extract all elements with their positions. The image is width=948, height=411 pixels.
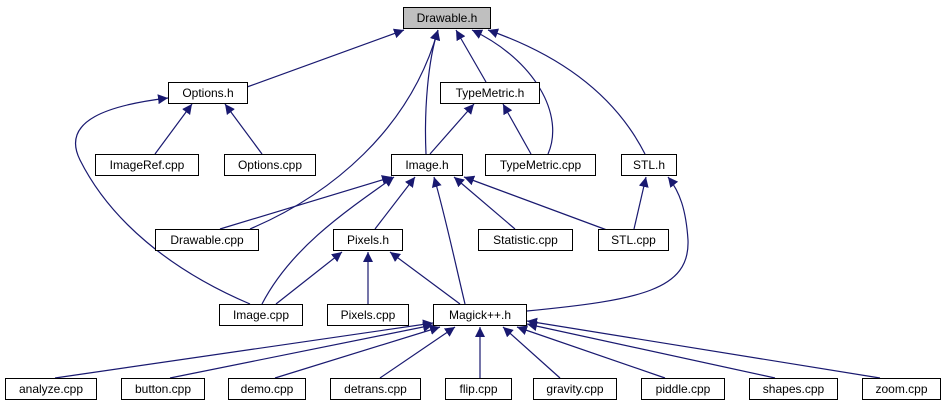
- edge-image-h-to-drawable-h: [424, 29, 440, 155]
- edge-shapes-cpp-to-magickpp-h: [526, 321, 776, 379]
- edge-gravity-cpp-to-magickpp-h: [502, 326, 561, 379]
- edge-image-h-to-typemetric-h: [429, 103, 475, 155]
- edge-typemetric-cpp-to-typemetric-h: [502, 103, 532, 155]
- node-stl-h[interactable]: STL.h: [621, 154, 677, 176]
- node-options-h[interactable]: Options.h: [168, 82, 248, 104]
- node-typemetric-cpp[interactable]: TypeMetric.cpp: [485, 154, 596, 176]
- edge-stl-h-to-drawable-h: [487, 28, 646, 155]
- node-gravity-cpp[interactable]: gravity.cpp: [533, 378, 617, 400]
- edge-options-h-to-drawable-h: [246, 28, 405, 88]
- edge-statistic-cpp-to-image-h: [453, 176, 516, 230]
- edge-magickpp-h-to-stl-h: [526, 176, 689, 312]
- edge-drawable-cpp-to-image-h: [219, 175, 393, 230]
- node-magickpp-h[interactable]: Magick++.h: [433, 304, 527, 326]
- edge-piddle-cpp-to-magickpp-h: [516, 325, 666, 379]
- edge-drawable-cpp-to-drawable-h: [249, 29, 441, 230]
- node-statistic-cpp[interactable]: Statistic.cpp: [478, 229, 573, 251]
- node-drawable-cpp[interactable]: Drawable.cpp: [155, 229, 259, 251]
- edge-zoom-cpp-to-magickpp-h: [526, 317, 881, 379]
- node-options-cpp[interactable]: Options.cpp: [224, 154, 316, 176]
- node-piddle-cpp[interactable]: piddle.cpp: [641, 378, 725, 400]
- node-detrans-cpp[interactable]: detrans.cpp: [330, 378, 421, 400]
- edge-options-cpp-to-options-h: [224, 103, 263, 155]
- node-analyze-cpp[interactable]: analyze.cpp: [5, 378, 97, 400]
- edge-stl-cpp-to-stl-h: [633, 176, 649, 230]
- edge-demo-cpp-to-magickpp-h: [274, 325, 441, 379]
- node-image-h[interactable]: Image.h: [391, 154, 463, 176]
- edge-detrans-cpp-to-magickpp-h: [379, 326, 456, 379]
- edge-stl-cpp-to-image-h: [463, 175, 616, 234]
- edge-image-cpp-to-image-h: [261, 176, 395, 305]
- edge-image-cpp-to-options-h: [74, 94, 251, 305]
- edge-button-cpp-to-magickpp-h: [169, 322, 434, 379]
- node-drawable-h: Drawable.h: [403, 7, 491, 29]
- node-shapes-cpp[interactable]: shapes.cpp: [749, 378, 838, 400]
- node-flip-cpp[interactable]: flip.cpp: [445, 378, 512, 400]
- node-image-cpp[interactable]: Image.cpp: [219, 304, 303, 326]
- node-typemetric-h[interactable]: TypeMetric.h: [440, 82, 540, 104]
- edge-typemetric-h-to-drawable-h: [455, 29, 487, 83]
- node-imageref-cpp[interactable]: ImageRef.cpp: [95, 154, 199, 176]
- node-stl-cpp[interactable]: STL.cpp: [598, 229, 669, 251]
- node-button-cpp[interactable]: button.cpp: [121, 378, 205, 400]
- node-demo-cpp[interactable]: demo.cpp: [228, 378, 306, 400]
- edge-magickpp-h-to-image-h: [431, 176, 466, 305]
- edge-magickpp-h-to-pixels-h: [389, 251, 461, 305]
- edge-imageref-cpp-to-options-h: [154, 103, 193, 155]
- edge-typemetric-cpp-to-drawable-h: [471, 29, 554, 155]
- edge-image-cpp-to-pixels-h: [275, 251, 343, 305]
- edge-pixels-h-to-image-h: [374, 176, 416, 230]
- node-pixels-h[interactable]: Pixels.h: [333, 229, 403, 251]
- node-zoom-cpp[interactable]: zoom.cpp: [862, 378, 941, 400]
- node-pixels-cpp[interactable]: Pixels.cpp: [327, 304, 409, 326]
- edge-analyze-cpp-to-magickpp-h: [54, 319, 434, 379]
